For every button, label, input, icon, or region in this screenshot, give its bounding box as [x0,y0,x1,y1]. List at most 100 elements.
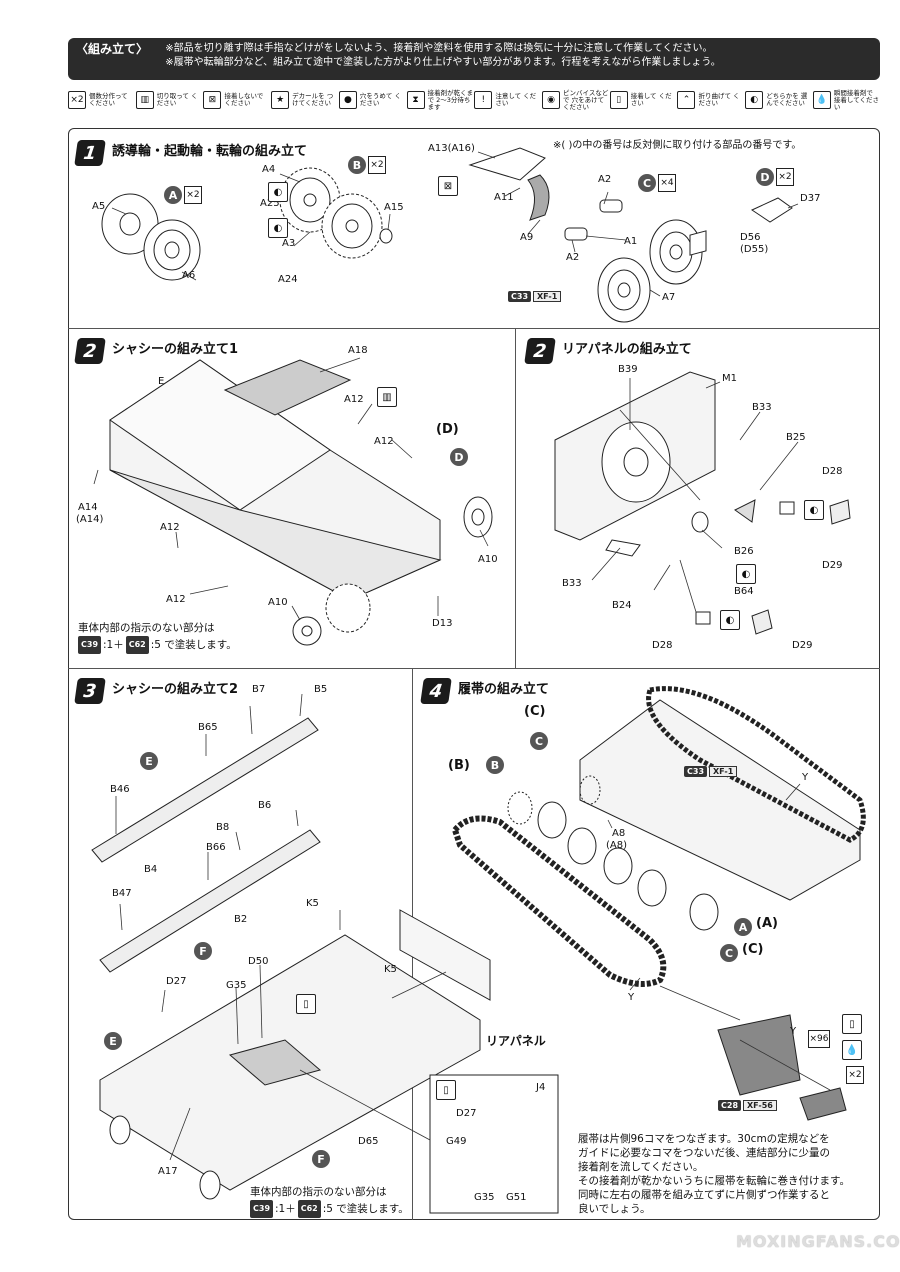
sprue-marker-alt: (A) [756,916,778,931]
choose-icon: ◐ [268,182,288,202]
part-label: G49 [446,1136,467,1147]
fill-hole-icon: ● [338,91,357,109]
divider [515,328,516,668]
part-label: A12 [166,594,186,605]
paint-name: XF-56 [743,1100,777,1111]
quantity-marker: ×96 [808,1030,830,1048]
paint-code: C33 [684,766,708,777]
sprue-marker: E [140,752,158,770]
part-label: G35 [474,1192,495,1203]
part-label: A18 [348,345,368,356]
part-label: A4 [262,164,276,175]
legend-bend: ⌃折り曲げて ください [677,91,744,109]
paint-code: C28 [718,1100,742,1111]
step2a-illustration [93,357,493,646]
part-label: D50 [248,956,269,967]
legend-no-glue-text: 接着しないで ください [224,92,264,107]
sprue-marker: C [638,174,656,192]
instant-glue-icon: 💧 [812,91,831,109]
paint-note: 車体内部の指示のない部分は C39 :1＋ C62 :5 で塗装します。 [250,1184,409,1218]
legend-count-text: 個数分作って ください [89,92,128,107]
header-note-2: ※履帯や転輪部分など、組み立て途中で塗装した方がより仕上げやすい部分があります。… [165,57,721,68]
part-label: D27 [456,1108,477,1119]
sprue-marker-alt: (C) [742,942,764,957]
step1-illustration [101,147,799,323]
part-label: D13 [432,618,453,629]
part-label: B7 [252,684,266,695]
step-title: シャシーの組み立て1 [112,342,239,357]
quantity-marker: ×2 [184,186,202,204]
part-label: B39 [618,364,638,375]
track-note-line: 良いでしょう。 [578,1203,651,1215]
part-label: B5 [314,684,328,695]
glue-icon: ▯ [436,1080,456,1100]
sprue-marker: C [720,944,738,962]
part-label: B33 [562,578,582,589]
part-label: B66 [206,842,226,853]
sprue-marker: A [734,918,752,936]
legend-no-glue: ⊠接着しないで ください [203,91,270,109]
legend-instant-glue-text: 瞬間接着剤で 接着してください [833,88,880,111]
legend-cut-text: 切り取って ください [156,92,198,107]
part-label: A15 [384,202,404,213]
header-note-1: ※部品を切り離す際は手指などけがをしないよう、接着剤や塗料を使用する際は換気に十… [165,43,713,54]
bend-icon: ⌃ [677,91,696,109]
part-label: A12 [374,436,394,447]
part-label: D65 [358,1136,379,1147]
part-label: B64 [734,586,754,597]
legend-glue-text: 接着して ください [630,92,672,107]
sprue-marker: F [312,1150,330,1168]
header-title: 〈組み立て〉 [76,42,149,56]
part-label: B26 [734,546,754,557]
no-glue-icon: ⊠ [438,176,458,196]
legend-drill: ◉ピンバイスなどで 穴をあけてください [542,89,609,111]
part-label: A7 [662,292,676,303]
part-label: (D55) [740,244,769,255]
step-title: シャシーの組み立て2 [112,682,239,697]
part-label: B2 [234,914,248,925]
part-label: A17 [158,1166,178,1177]
part-label: Y [802,772,809,783]
part-label: A10 [268,597,288,608]
part-label: G51 [506,1192,527,1203]
choose-icon: ◐ [720,610,740,630]
part-label: A12 [160,522,180,533]
track-note-line: 接着剤を流してください。 [578,1161,704,1173]
sprue-marker: D [450,448,468,466]
count-icon: ×2 [68,91,86,109]
cut-icon: ▥ [135,91,154,109]
paint-ratio: :1＋ [103,639,124,651]
part-label: A11 [494,192,514,203]
legend-fill-hole-text: 穴をうめて ください [359,92,401,107]
legend-fill-hole: ●穴をうめて ください [338,91,406,109]
paint-code: C39 [250,1200,274,1218]
part-label: A1 [624,236,638,247]
part-label: M1 [722,373,737,384]
legend-glue-wait: ⧗接着剤が乾くまで 2〜3分待ちます [406,88,474,111]
part-label: B8 [216,822,230,833]
legend-glue: ▯接着して ください [609,91,677,109]
sprue-marker: E [104,1032,122,1050]
part-label: A12 [344,394,364,405]
paint-code: C62 [297,1200,321,1218]
track-note-line: ガイドに必要なコマをつないだ後、連結部分に少量の [578,1147,830,1159]
part-label: A2 [566,252,580,263]
track-note: 履帯は片側96コマをつなぎます。30cmの定規などを ガイドに必要なコマをつない… [578,1132,850,1216]
legend-choose: ◐どちらかを 選んでください [745,91,812,109]
steps-frame [68,128,880,1220]
part-label: A9 [520,232,534,243]
no-glue-icon: ⊠ [203,91,222,109]
paint-ratio: :1＋ [275,1203,296,1215]
legend-glue-wait-text: 接着剤が乾くまで 2〜3分待ちます [427,88,474,111]
legend-caution-text: 注意して ください [495,92,537,107]
glue-icon: ▯ [842,1014,862,1034]
legend-decal-text: デカールを つけてください [292,92,334,107]
sprue-marker-alt: (B) [448,758,470,773]
sprue-marker: B [348,156,366,174]
part-label: B46 [110,784,130,795]
part-label: A2 [598,174,612,185]
part-label: A3 [282,238,296,249]
rear-panel-label: リアパネル [486,1034,546,1048]
